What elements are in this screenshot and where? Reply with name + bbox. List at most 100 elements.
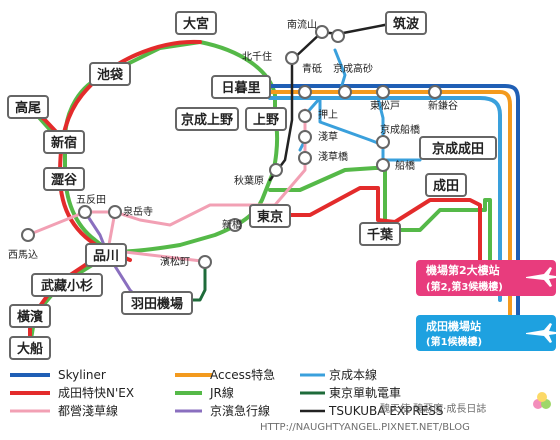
node-nishimagome[interactable] [21, 228, 35, 242]
station-keisei-narita[interactable]: 京成成田 [419, 136, 497, 160]
node-aotoa[interactable] [298, 85, 312, 99]
legend-label-toei: 都營淺草線 [58, 403, 118, 418]
station-tsukuba[interactable]: 筑波 [385, 11, 427, 35]
jr-sobu-line [268, 166, 387, 232]
station-haneda[interactable]: 羽田機場 [121, 291, 193, 315]
station-tokyo-label: 東京 [257, 209, 283, 225]
label-oshiage: 押上 [318, 108, 338, 121]
station-shibuya[interactable]: 澀谷 [43, 167, 85, 191]
airport-t1-box[interactable]: 成田機場站 (第1候機樓) [416, 315, 556, 351]
node-higashimatsudo[interactable] [376, 85, 390, 99]
watermark-title: 醜天使‧醜惡魔‧成長日誌 [380, 402, 486, 415]
nex-line-4 [270, 186, 482, 272]
station-tsukuba-label: 筑波 [393, 16, 420, 32]
plane-icon [526, 267, 556, 287]
keisei-main-line [268, 96, 502, 302]
station-shinjuku[interactable]: 新宿 [43, 130, 85, 154]
plain-labels: 南流山 北千住 青砥 京成高砂 押上 東松戸 新鎌谷 淺草 京成船橋 淺草橋 船… [8, 18, 458, 268]
label-hamamatsucho: 濱松町 [160, 255, 190, 268]
label-keisei-funabashi: 京成船橋 [380, 123, 420, 136]
label-gotanda: 五反田 [76, 194, 106, 206]
legend-label-jr: JR線 [209, 385, 234, 400]
station-musashikosugi-label: 武藏小杉 [41, 278, 93, 294]
access-line [258, 90, 512, 322]
label-takasago: 京成高砂 [333, 62, 373, 75]
label-asakusabashi: 淺草橋 [318, 150, 348, 163]
nex-line-3 [28, 250, 107, 347]
station-yokohama-label: 橫濱 [17, 309, 43, 325]
label-sengakuji: 泉岳寺 [123, 205, 153, 218]
station-ikebukuro[interactable]: 池袋 [89, 62, 131, 86]
station-narita[interactable]: 成田 [425, 173, 467, 197]
label-akihabara: 秋葉原 [234, 174, 264, 187]
station-takao-label: 高尾 [15, 100, 41, 116]
station-shinagawa[interactable]: 品川 [85, 243, 127, 267]
airport-t2-box[interactable]: 機場第2大樓站 (第2,第3候機樓) [416, 260, 556, 296]
legend: Skyliner Access特急 京成本線 成田特快N'EX JR線 東京單軌… [10, 367, 444, 418]
legend-label-nex: 成田特快N'EX [58, 385, 134, 400]
station-keisei-ueno-label: 京成上野 [181, 112, 233, 128]
node-sengakuji[interactable] [108, 205, 122, 219]
node-shinkamagaya[interactable] [428, 85, 442, 99]
node-asakusa[interactable] [298, 130, 312, 144]
station-omiya-label: 大宮 [183, 16, 209, 32]
station-omiya[interactable]: 大宮 [175, 11, 217, 35]
station-musashikosugi[interactable]: 武藏小杉 [31, 273, 103, 297]
node-oshiage[interactable] [298, 109, 312, 123]
node-gotanda[interactable] [78, 205, 92, 219]
station-narita-label: 成田 [433, 178, 459, 194]
station-nodes [21, 25, 442, 269]
jr-narita-line [383, 198, 492, 292]
station-ueno-label: 上野 [253, 113, 279, 128]
label-shinkamagaya: 新鎌谷 [428, 99, 458, 112]
plane-icon [526, 323, 556, 343]
station-takao[interactable]: 高尾 [7, 95, 49, 119]
station-ofuna[interactable]: 大船 [9, 336, 51, 360]
node-asakusabashi[interactable] [298, 151, 312, 165]
node-funabashi[interactable] [376, 158, 390, 172]
label-minaminagareyama: 南流山 [287, 18, 317, 31]
station-shinagawa-label: 品川 [93, 249, 119, 264]
watermark-url: HTTP://NAUGHTYANGEL.PIXNET.NET/BLOG [260, 422, 470, 433]
balloon-icon [533, 392, 551, 409]
node-kitasenju[interactable] [285, 51, 299, 65]
label-nishimagome: 西馬込 [8, 249, 38, 261]
label-shinbashi: 新橋 [222, 218, 242, 231]
label-kitasenju: 北千住 [242, 50, 272, 63]
station-shinjuku-label: 新宿 [51, 135, 77, 151]
jr-south-line [28, 253, 110, 347]
label-asakusa: 淺草 [318, 130, 338, 143]
node-minaminagareyama[interactable] [315, 25, 329, 39]
label-aotoa: 青砥 [302, 62, 322, 75]
skyliner-line [243, 84, 520, 332]
station-nippori[interactable]: 日暮里 [211, 75, 271, 99]
node-akihabara[interactable] [269, 163, 283, 177]
station-ofuna-label: 大船 [17, 341, 43, 357]
node-tsukuba[interactable] [331, 29, 345, 43]
station-yokohama[interactable]: 橫濱 [9, 304, 51, 328]
legend-label-monorail: 東京單軌電車 [329, 385, 401, 400]
legend-label-skyliner: Skyliner [58, 368, 106, 382]
station-ueno[interactable]: 上野 [245, 107, 287, 131]
node-takasago[interactable] [338, 85, 352, 99]
label-funabashi: 船橋 [395, 159, 415, 172]
airport-t2-name: 機場第2大樓站 [426, 263, 500, 277]
station-ikebukuro-label: 池袋 [97, 67, 124, 83]
station-chiba[interactable]: 千葉 [359, 222, 401, 246]
legend-label-access: Access特急 [210, 367, 275, 382]
node-keisei-funabashi[interactable] [376, 135, 390, 149]
station-keisei-narita-label: 京成成田 [432, 141, 484, 157]
legend-label-tx: TSUKUBA EXPRESS [328, 404, 444, 418]
station-nippori-label: 日暮里 [221, 80, 260, 96]
legend-label-keisei: 京成本線 [329, 367, 377, 382]
watermark: 醜天使‧醜惡魔‧成長日誌 HTTP://NAUGHTYANGEL.PIXNET.… [260, 392, 551, 433]
station-keisei-ueno[interactable]: 京成上野 [175, 107, 239, 131]
station-haneda-label: 羽田機場 [131, 296, 183, 312]
station-tokyo[interactable]: 東京 [249, 204, 291, 228]
node-shinbashi[interactable] [228, 218, 242, 232]
node-hamamatsucho[interactable] [198, 255, 212, 269]
boxed-stations: 大宮 筑波 池袋 日暮里 高尾 京成上野 上野 新宿 [7, 11, 497, 360]
label-higashimatsudo: 東松戸 [370, 99, 400, 112]
station-chiba-label: 千葉 [367, 227, 394, 243]
airport-t2-sub: (第2,第3候機樓) [426, 280, 503, 293]
